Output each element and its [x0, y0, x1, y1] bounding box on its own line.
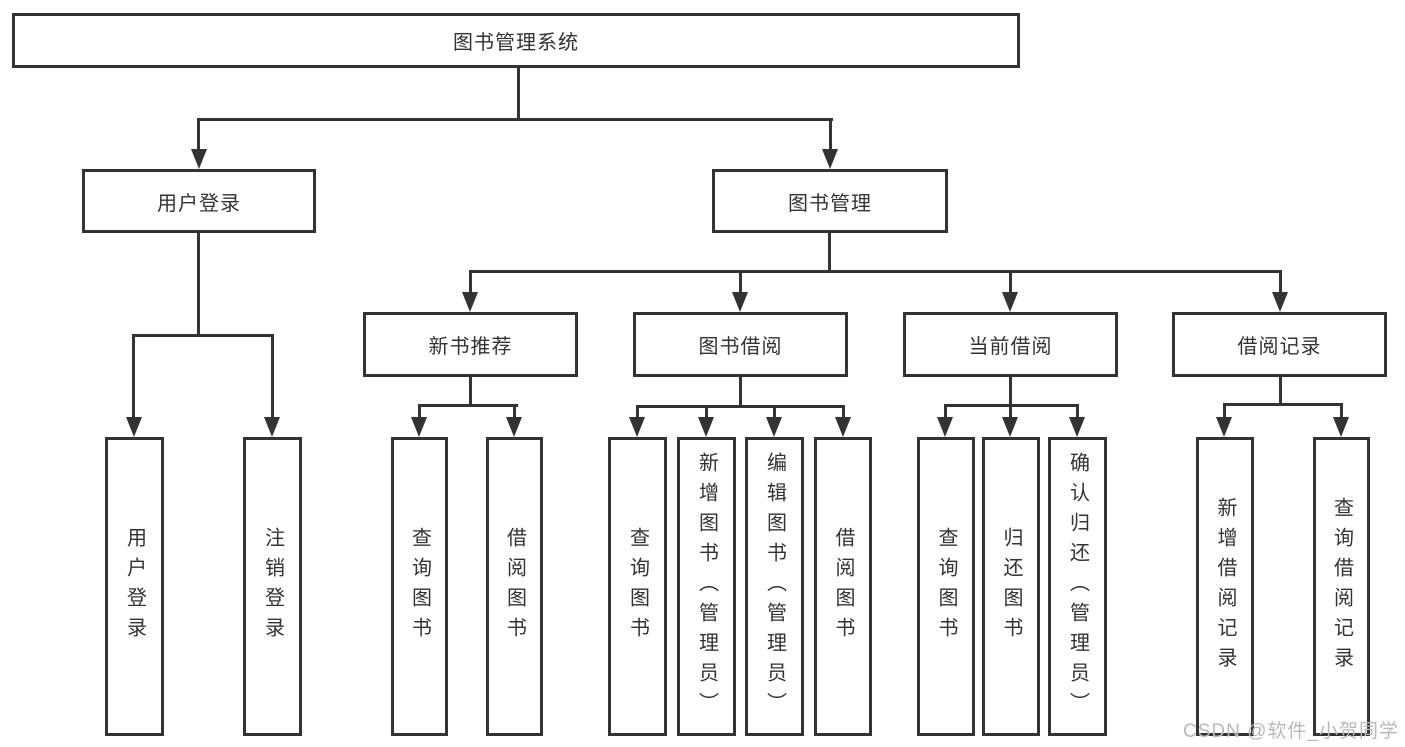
leaf-query-books-newbook: 查询图书 [391, 437, 448, 736]
line-segment [705, 405, 708, 420]
leaf-borrow-books-borrowing-label: 借阅图书 [832, 526, 854, 647]
arrowhead-icon [1002, 292, 1018, 312]
node-borrowing-records: 借阅记录 [1172, 312, 1387, 377]
leaf-user-login-label: 用户登录 [123, 526, 146, 647]
node-current-borrowing: 当前借阅 [903, 312, 1118, 377]
leaf-add-books-admin: 新增图书（管理员） [677, 437, 736, 736]
node-root: 图书管理系统 [12, 13, 1020, 68]
line-segment [1223, 403, 1343, 406]
line-segment [1009, 377, 1012, 407]
leaf-logout-label: 注销登录 [261, 526, 284, 647]
leaf-logout: 注销登录 [243, 437, 302, 736]
node-borrowing-records-label: 借阅记录 [1237, 336, 1322, 358]
arrowhead-icon [822, 149, 838, 169]
line-segment [1009, 404, 1012, 420]
arrowhead-icon [1002, 417, 1018, 437]
line-segment [197, 118, 833, 121]
arrowhead-icon [506, 417, 522, 437]
line-segment [197, 233, 200, 337]
arrowhead-icon [191, 149, 207, 169]
line-segment [513, 404, 516, 420]
leaf-return-books: 归还图书 [982, 437, 1040, 736]
leaf-add-borrow-record-label: 新增借阅记录 [1214, 496, 1236, 677]
arrowhead-icon [766, 417, 782, 437]
line-segment [1076, 404, 1079, 420]
line-segment [636, 405, 845, 408]
line-segment [842, 405, 845, 420]
leaf-query-borrow-record: 查询借阅记录 [1313, 437, 1370, 736]
arrowhead-icon [1216, 417, 1232, 437]
node-user-login-label: 用户登录 [157, 192, 241, 215]
line-segment [1279, 270, 1282, 294]
line-segment [132, 334, 274, 337]
arrowhead-icon [462, 292, 478, 312]
leaf-query-borrow-record-label: 查询借阅记录 [1330, 496, 1353, 677]
line-segment [418, 404, 518, 407]
leaf-query-books-borrowing: 查询图书 [608, 437, 667, 736]
node-new-book-recommendation-label: 新书推荐 [428, 336, 513, 358]
leaf-borrow-books-newbook: 借阅图书 [486, 437, 543, 736]
leaf-query-books-borrowing-label: 查询图书 [626, 526, 649, 647]
leaf-query-books-current-label: 查询图书 [935, 526, 957, 647]
arrowhead-icon [1333, 417, 1349, 437]
node-current-borrowing-label: 当前借阅 [968, 336, 1053, 358]
line-segment [197, 118, 200, 152]
node-new-book-recommendation: 新书推荐 [363, 312, 578, 377]
leaf-add-books-admin-label: 新增图书（管理员） [695, 451, 718, 722]
line-segment [739, 270, 742, 294]
arrowhead-icon [937, 417, 953, 437]
csdn-watermark: CSDN @软件_小贺同学 [1183, 721, 1399, 742]
arrowhead-icon [629, 417, 645, 437]
line-segment [739, 377, 742, 408]
arrowhead-icon [835, 417, 851, 437]
line-segment [636, 405, 639, 420]
line-segment [944, 404, 947, 420]
line-segment [828, 233, 831, 273]
leaf-edit-books-admin-label: 编辑图书（管理员） [763, 451, 786, 722]
line-segment [132, 334, 135, 420]
arrowhead-icon [411, 417, 427, 437]
leaf-return-books-label: 归还图书 [1000, 526, 1022, 647]
leaf-user-login: 用户登录 [105, 437, 164, 736]
line-segment [773, 405, 776, 420]
arrowhead-icon [126, 417, 142, 437]
line-segment [1009, 270, 1012, 294]
leaf-query-books-newbook-label: 查询图书 [408, 526, 431, 647]
leaf-confirm-return-admin: 确认归还（管理员） [1048, 437, 1107, 736]
line-segment [1340, 403, 1343, 420]
line-segment [469, 270, 1282, 273]
arrowhead-icon [1272, 292, 1288, 312]
node-book-management: 图书管理 [712, 169, 948, 233]
line-segment [829, 118, 832, 152]
leaf-confirm-return-admin-label: 确认归还（管理员） [1066, 451, 1089, 722]
leaf-add-borrow-record: 新增借阅记录 [1196, 437, 1254, 736]
arrowhead-icon [1069, 417, 1085, 437]
line-segment [469, 377, 472, 407]
line-segment [1279, 377, 1282, 406]
line-segment [469, 270, 472, 294]
node-user-login: 用户登录 [82, 169, 316, 233]
node-root-label: 图书管理系统 [453, 32, 579, 54]
line-segment [418, 404, 421, 420]
node-book-borrowing-label: 图书借阅 [698, 336, 783, 358]
arrowhead-icon [264, 417, 280, 437]
node-book-management-label: 图书管理 [788, 192, 872, 215]
arrowhead-icon [698, 417, 714, 437]
leaf-borrow-books-borrowing: 借阅图书 [814, 437, 872, 736]
node-book-borrowing: 图书借阅 [633, 312, 848, 377]
line-segment [1223, 403, 1226, 420]
leaf-query-books-current: 查询图书 [917, 437, 975, 736]
line-segment [271, 334, 274, 420]
arrowhead-icon [732, 292, 748, 312]
line-segment [517, 68, 520, 120]
leaf-borrow-books-newbook-label: 借阅图书 [503, 526, 526, 647]
leaf-edit-books-admin: 编辑图书（管理员） [745, 437, 804, 736]
